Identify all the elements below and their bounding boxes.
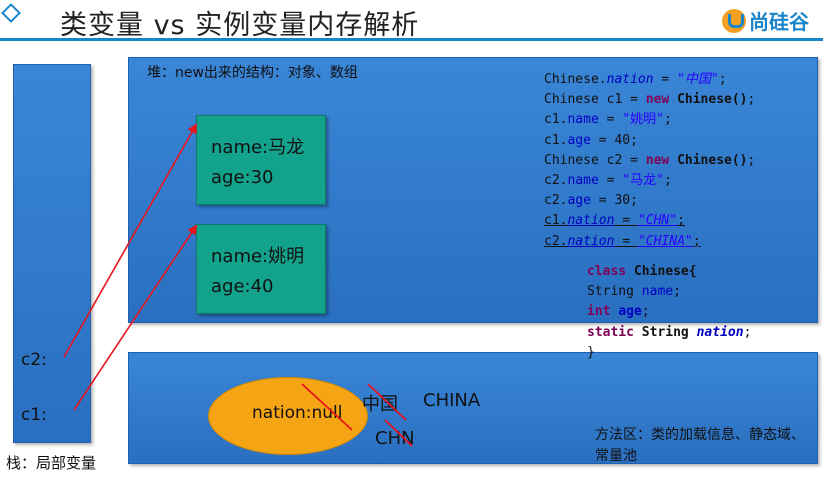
stack-ref-c2: c2: [21,350,47,370]
code-token: static [587,324,634,340]
class-code-line: class Chinese{ [587,262,751,282]
code-token: = 40; [590,132,638,148]
code-token: ; [663,112,672,128]
class-code-line: } [587,343,751,363]
logo-text: 尚硅谷 [749,10,809,34]
stack-ref-c1: c1: [21,405,47,425]
code-token: new [645,92,670,108]
code-token: = 30; [590,193,638,209]
stack-label: 栈：局部变量 [6,454,97,472]
code-token: nation [567,233,615,249]
code-token: ; [692,233,701,249]
code-token: c2. [544,193,568,209]
code-token: = [614,213,638,229]
code-line: Chinese c2 = new Chinese(); [544,151,755,171]
code-snippet: Chinese.nation = "中国";Chinese c1 = new C… [544,70,755,252]
heap-object-c1: name:姚明 age:40 [196,224,326,314]
code-token [669,153,677,168]
code-token: nation [606,72,654,87]
code-token: String [587,284,642,300]
code-line: c1.nation = "CHN"; [544,211,755,231]
code-token: "马龙" [622,173,664,189]
code-token [626,264,634,279]
code-token: String [641,324,689,340]
code-token: nation [696,324,744,340]
code-token: ; [663,173,672,189]
code-token: Chinese{ [633,264,697,279]
code-token: class [587,264,627,279]
heap-label: 堆：new出来的结构：对象、数组 [147,65,358,81]
code-token: = [653,72,678,87]
code-line: Chinese c1 = new Chinese(); [544,90,755,110]
code-line: c1.age = 40; [544,131,755,151]
class-code-line: static String nation; [587,323,751,343]
code-line: c2.age = 30; [544,191,755,211]
heap-object-c2: name:马龙 age:30 [196,115,326,205]
code-token: age [618,304,642,320]
object-age-field: age:30 [211,167,274,188]
code-token: Chinese. [544,72,607,87]
class-code-line: int age; [587,302,751,322]
diamond-icon [1,3,21,23]
code-token: c1. [544,132,568,148]
code-token: int [587,304,611,320]
object-name-field: name:姚明 [211,246,305,267]
code-token: } [587,344,595,360]
code-line: c2.nation = "CHINA"; [544,232,755,252]
code-token: age [567,132,591,148]
title-bar: 类变量 vs 实例变量内存解析 尚硅谷 [0,0,823,41]
code-token: c1. [544,112,568,128]
code-token: c2. [544,233,568,249]
code-token: "姚明" [622,112,664,128]
code-token: name [641,284,674,300]
value-zhongguo: 中国 [362,394,398,415]
code-token: Chinese c2 = [544,152,646,168]
logo: 尚硅谷 [722,6,809,35]
slide-title: 类变量 vs 实例变量内存解析 [60,10,420,41]
code-token: c1. [544,213,568,229]
code-token: nation [567,213,615,229]
class-code-line: String name; [587,282,751,302]
value-chn: CHN [375,428,415,449]
code-token: ; [718,72,727,87]
static-field-label: nation:null [252,403,343,423]
code-token [634,325,642,340]
code-line: Chinese.nation = "中国"; [544,70,755,90]
code-token: Chinese c1 = [544,92,646,108]
code-token [689,325,697,340]
code-token: ; [743,324,752,340]
code-token: ; [677,213,685,229]
object-name-field: name:马龙 [211,137,305,158]
code-token: ; [673,284,681,300]
code-token: ; [747,152,756,168]
method-area-label: 方法区：类的加载信息、静态域、常量池 [595,427,805,464]
code-token: ; [641,304,650,320]
code-line: c1.name = "姚明"; [544,110,755,130]
code-token: "中国" [677,72,719,87]
code-token: name [567,173,599,189]
code-token: Chinese() [677,152,748,168]
code-token: "CHN" [637,213,678,229]
title-underline [0,38,823,41]
code-token: ; [747,92,756,108]
class-definition: class Chinese{String name;int age;static… [587,262,751,363]
code-line: c2.name = "马龙"; [544,171,755,191]
code-token: new [645,152,670,168]
code-token [669,92,677,107]
code-token: c2. [544,173,568,189]
code-token: = [614,233,638,249]
code-token: Chinese() [677,92,748,108]
code-token: "CHINA" [637,233,693,249]
code-token: = [598,112,623,128]
value-china: CHINA [423,390,481,411]
object-age-field: age:40 [211,276,274,297]
stack-panel [13,64,91,443]
code-token: age [567,193,591,209]
logo-icon [722,8,746,33]
code-token: = [598,173,623,189]
code-token: name [567,112,599,128]
